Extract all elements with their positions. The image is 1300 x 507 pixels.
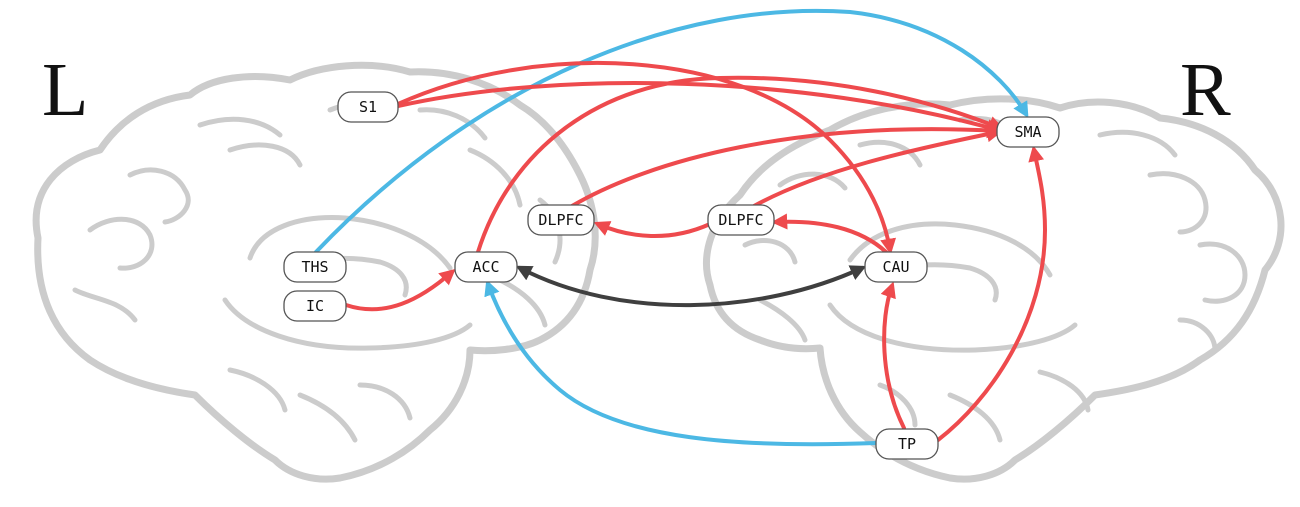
node-sma: SMA bbox=[996, 116, 1060, 148]
left-sulcus-10 bbox=[297, 392, 358, 443]
left-sulcus-7 bbox=[467, 147, 523, 208]
right-sulcus-7 bbox=[757, 297, 808, 343]
node-sma-label: SMA bbox=[1014, 123, 1041, 141]
node-acc-box bbox=[454, 251, 518, 283]
node-dlpfc-right-label: DLPFC bbox=[718, 211, 763, 229]
right-hemisphere bbox=[703, 95, 1285, 483]
left-sulcus-5 bbox=[72, 287, 138, 323]
right-hemisphere-outline bbox=[703, 95, 1285, 483]
node-tp-label: TP bbox=[898, 435, 916, 453]
right-sulcus-1 bbox=[1097, 129, 1178, 158]
right-hemisphere-label: R bbox=[1180, 48, 1231, 132]
right-sulcus-8 bbox=[947, 392, 1003, 443]
right-sulcus-2 bbox=[1147, 171, 1209, 235]
node-s1-label: S1 bbox=[359, 98, 377, 116]
left-sulcus-4 bbox=[87, 216, 155, 271]
right-callosum-bottom bbox=[827, 302, 1078, 353]
node-acc: ACC bbox=[454, 251, 518, 283]
left-sulcus-1 bbox=[197, 116, 283, 138]
node-cau-label: CAU bbox=[882, 258, 909, 276]
node-dlpfc-right-box bbox=[707, 204, 775, 236]
left-sulcus-12 bbox=[357, 382, 413, 421]
left-sulcus-9 bbox=[497, 277, 548, 328]
right-sulcus-5 bbox=[777, 171, 848, 191]
node-tp-box bbox=[875, 428, 939, 460]
node-dlpfc-left-box bbox=[527, 204, 595, 236]
right-sulcus-10 bbox=[877, 382, 918, 428]
node-s1-box bbox=[337, 91, 399, 123]
edge-s1-to-sma bbox=[396, 81, 1003, 135]
node-cau-box bbox=[864, 251, 928, 283]
edge-dlpfc-right-to-dlpfc-left bbox=[593, 221, 712, 239]
node-dlpfc-right: DLPFC bbox=[707, 204, 775, 236]
right-sulcus-4 bbox=[1177, 317, 1218, 353]
node-ic-box bbox=[283, 290, 347, 322]
edge-cau-to-dlpfc-right bbox=[771, 213, 888, 254]
node-ths-box bbox=[283, 251, 347, 283]
right-sulcus-9 bbox=[1037, 369, 1091, 413]
nodes: S1 SMA DLPFC DLPFC THS ACC CAU IC bbox=[283, 91, 1060, 460]
node-ths-label: THS bbox=[301, 258, 328, 276]
node-dlpfc-left-label: DLPFC bbox=[538, 211, 583, 229]
left-hemisphere-outline bbox=[32, 61, 599, 483]
connections bbox=[314, 8, 1048, 447]
node-tp: TP bbox=[875, 428, 939, 460]
edge-ic-to-acc bbox=[344, 268, 456, 312]
left-sulcus-2 bbox=[227, 142, 303, 168]
left-sulcus-3 bbox=[127, 167, 191, 225]
edge-s1-to-cau bbox=[396, 61, 897, 255]
edge-acc-to-sma bbox=[476, 75, 1005, 254]
edge-ths-to-sma bbox=[314, 8, 1029, 254]
edge-tp-to-acc bbox=[484, 279, 878, 447]
left-callosum-bottom bbox=[222, 297, 473, 351]
node-ic-label: IC bbox=[306, 297, 324, 315]
edge-dlpfc-right-to-sma bbox=[752, 126, 1003, 208]
node-ths: THS bbox=[283, 251, 347, 283]
edge-dlpfc-left-to-sma bbox=[570, 122, 1003, 208]
left-hemisphere-label: L bbox=[42, 48, 88, 132]
left-sulcus-6 bbox=[417, 107, 488, 141]
node-ic: IC bbox=[283, 290, 347, 322]
edge-acc-cau-bidirectional bbox=[515, 265, 867, 308]
node-cau: CAU bbox=[864, 251, 928, 283]
edge-tp-to-sma bbox=[936, 145, 1048, 442]
node-s1: S1 bbox=[337, 91, 399, 123]
left-sulcus-11 bbox=[227, 367, 288, 413]
node-acc-label: ACC bbox=[472, 258, 499, 276]
right-sulcus-3 bbox=[1197, 241, 1248, 304]
left-corpus-callosum-top bbox=[247, 215, 453, 271]
right-sulcus-6 bbox=[742, 238, 798, 265]
node-dlpfc-left: DLPFC bbox=[527, 204, 595, 236]
node-sma-box bbox=[996, 116, 1060, 148]
edge-tp-to-cau bbox=[880, 281, 906, 430]
right-sulcus-12 bbox=[857, 139, 923, 168]
